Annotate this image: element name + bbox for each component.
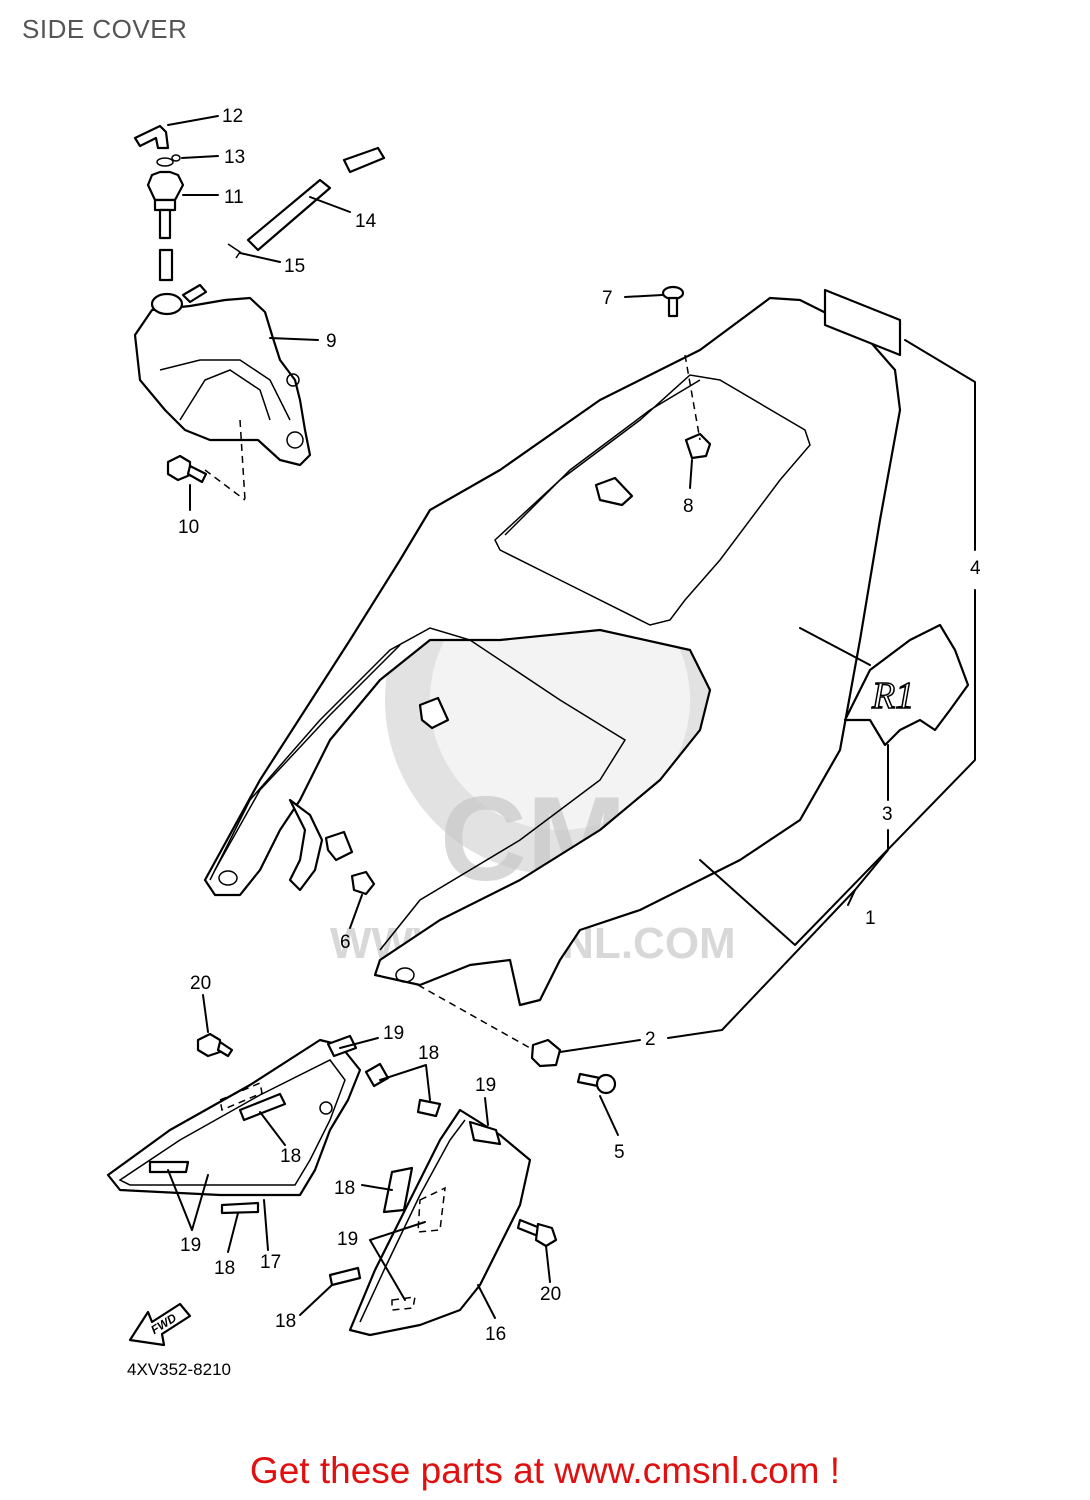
callout-18b: 18	[280, 1146, 301, 1167]
callout-12: 12	[222, 106, 243, 127]
seat-cowl	[203, 296, 902, 1049]
callout-10: 10	[178, 517, 199, 538]
side-cover-16	[348, 1108, 532, 1337]
bolt-20-upper	[196, 1032, 234, 1058]
leader-lines	[167, 115, 976, 1319]
callout-19b: 19	[475, 1075, 496, 1096]
callout-18d: 18	[214, 1258, 235, 1279]
callout-14: 14	[355, 211, 377, 232]
fwd-arrow-icon: FWD	[128, 1302, 192, 1347]
callout-20a: 20	[190, 973, 211, 994]
callout-2: 2	[645, 1029, 656, 1050]
bolt-20-lower	[516, 1218, 558, 1248]
callout-17: 17	[260, 1252, 281, 1273]
callout-19a: 19	[383, 1023, 404, 1044]
callout-13: 13	[224, 147, 245, 168]
callout-19c: 19	[180, 1235, 201, 1256]
oil-tank-assembly	[133, 124, 386, 501]
screw-7	[661, 285, 685, 318]
callout-18a: 18	[418, 1043, 439, 1064]
callout-11: 11	[224, 187, 244, 208]
callout-16: 16	[485, 1324, 506, 1345]
callout-9: 9	[326, 331, 337, 352]
callout-18c: 18	[334, 1178, 355, 1199]
callout-5: 5	[614, 1142, 625, 1163]
screw-6	[350, 870, 376, 896]
page-title: SIDE COVER	[22, 14, 188, 44]
callout-3: 3	[882, 804, 893, 825]
callout-20b: 20	[540, 1284, 561, 1305]
grommet-2	[530, 1038, 562, 1068]
callout-7: 7	[602, 288, 613, 309]
emblem-label-4	[823, 288, 902, 357]
reference-code: 4XV352-8210	[127, 1360, 231, 1379]
callouts: 1 2 3 4 5 6 7 8 9 10 11 12 13 14 15 16 1…	[178, 106, 981, 1345]
callout-15: 15	[284, 256, 305, 277]
callout-6: 6	[340, 932, 351, 953]
callout-4: 4	[970, 558, 981, 579]
footer-link[interactable]: Get these parts at www.cmsnl.com !	[249, 1450, 841, 1491]
callout-1: 1	[865, 908, 876, 929]
svg-text:R1: R1	[871, 675, 914, 717]
emblem-graphic: R1	[843, 623, 970, 747]
callout-8: 8	[683, 496, 694, 517]
callout-19d: 19	[337, 1229, 358, 1250]
callout-18e: 18	[275, 1311, 296, 1332]
screw-5	[576, 1072, 617, 1095]
side-cover-17	[106, 1034, 362, 1215]
